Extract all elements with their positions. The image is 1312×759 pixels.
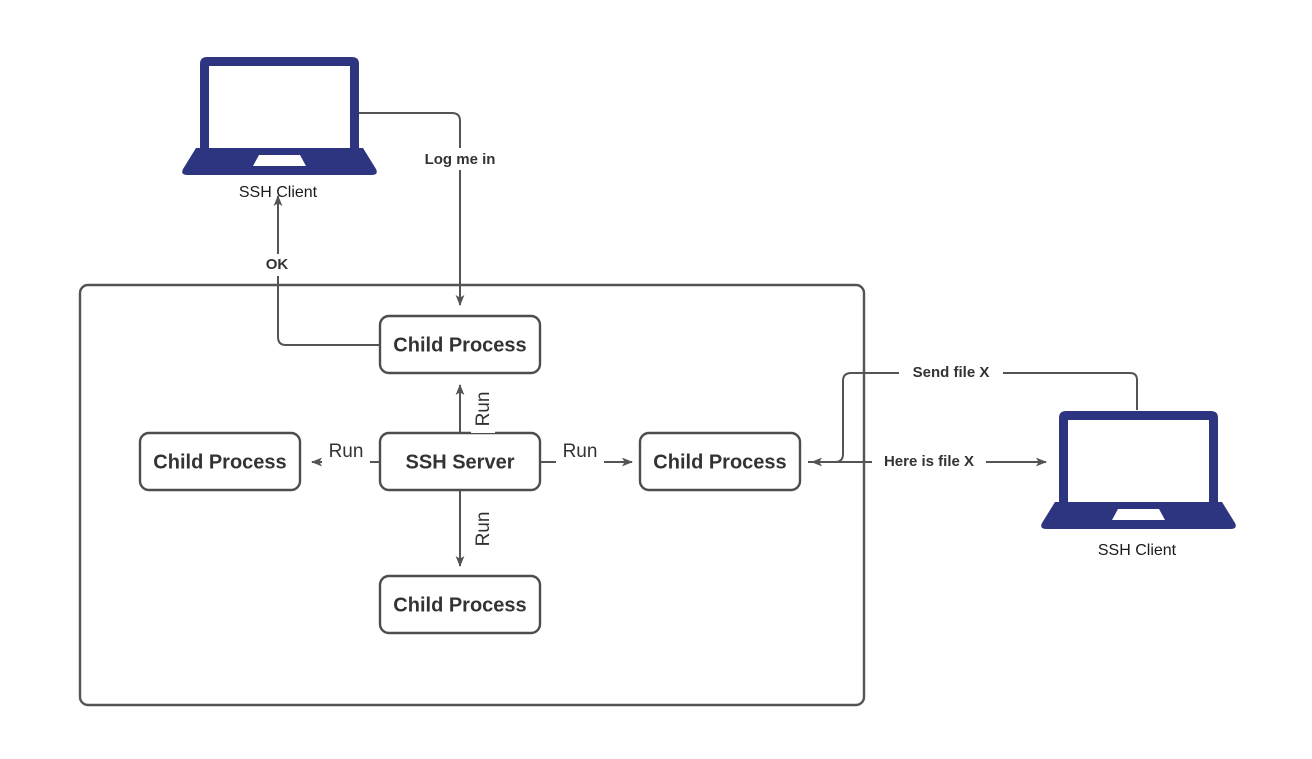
- node-label: SSH Server: [406, 451, 515, 473]
- node-box: [378, 431, 542, 492]
- label-knockout: [872, 451, 986, 473]
- label-knockout: [471, 505, 495, 553]
- node-child-process-bottom[interactable]: Child Process: [378, 574, 542, 635]
- edge-label-here-is-file-x: Here is file X: [872, 451, 986, 473]
- node-label: Child Process: [153, 451, 286, 473]
- edge-label: Run: [563, 441, 598, 462]
- node-label: Child Process: [653, 451, 786, 473]
- node-label: Child Process: [393, 334, 526, 356]
- edge-label: Log me in: [425, 151, 496, 168]
- label-knockout: [471, 385, 495, 433]
- edge-log-me-in: [358, 112, 465, 306]
- edge-label: Send file X: [913, 364, 990, 381]
- edge-label-log-me-in: Log me in: [414, 148, 506, 170]
- label-knockout: [899, 362, 1003, 384]
- node-child-process-left[interactable]: Child Process: [138, 431, 302, 492]
- node-box: [378, 314, 542, 375]
- laptop-icon-ssh-client-bottom-right[interactable]: SSH Client: [1041, 411, 1236, 559]
- laptop-trackpad-notch: [1112, 509, 1165, 520]
- edge-label-send-file-x: Send file X: [899, 362, 1003, 384]
- edge-label: OK: [266, 256, 289, 273]
- edge-label-ok: OK: [258, 254, 294, 276]
- node-label: Child Process: [393, 594, 526, 616]
- label-knockout: [258, 254, 294, 276]
- label-knockout: [322, 440, 370, 464]
- node-box: [138, 431, 302, 492]
- edge-label-run-up: Run: [471, 385, 495, 433]
- edge-label: Run: [329, 441, 364, 462]
- edge-label: Run: [473, 392, 494, 427]
- edge-label-run-right: Run: [556, 440, 604, 464]
- label-knockout: [414, 148, 506, 170]
- node-child-process-top[interactable]: Child Process: [378, 314, 542, 375]
- edge-label-run-down: Run: [471, 505, 495, 553]
- laptop-screen: [1068, 420, 1209, 502]
- edge-label: Here is file X: [884, 453, 974, 470]
- ssh-server-host-boundary: [78, 283, 866, 707]
- laptop-icon-ssh-client-top-left[interactable]: SSH Client: [182, 57, 377, 201]
- edge-ok: [273, 195, 380, 346]
- node-ssh-server[interactable]: SSH Server: [378, 431, 542, 492]
- node-box: [638, 431, 802, 492]
- node-child-process-right[interactable]: Child Process: [638, 431, 802, 492]
- node-box: [378, 574, 542, 635]
- laptop-trackpad-notch: [253, 155, 306, 166]
- device-label: SSH Client: [239, 184, 318, 201]
- label-knockout: [556, 440, 604, 464]
- laptop-screen: [209, 66, 350, 148]
- device-label: SSH Client: [1098, 542, 1177, 559]
- edge-label-run-left: Run: [322, 440, 370, 464]
- edge-label: Run: [473, 512, 494, 547]
- edge-send-file-x: [811, 372, 1138, 467]
